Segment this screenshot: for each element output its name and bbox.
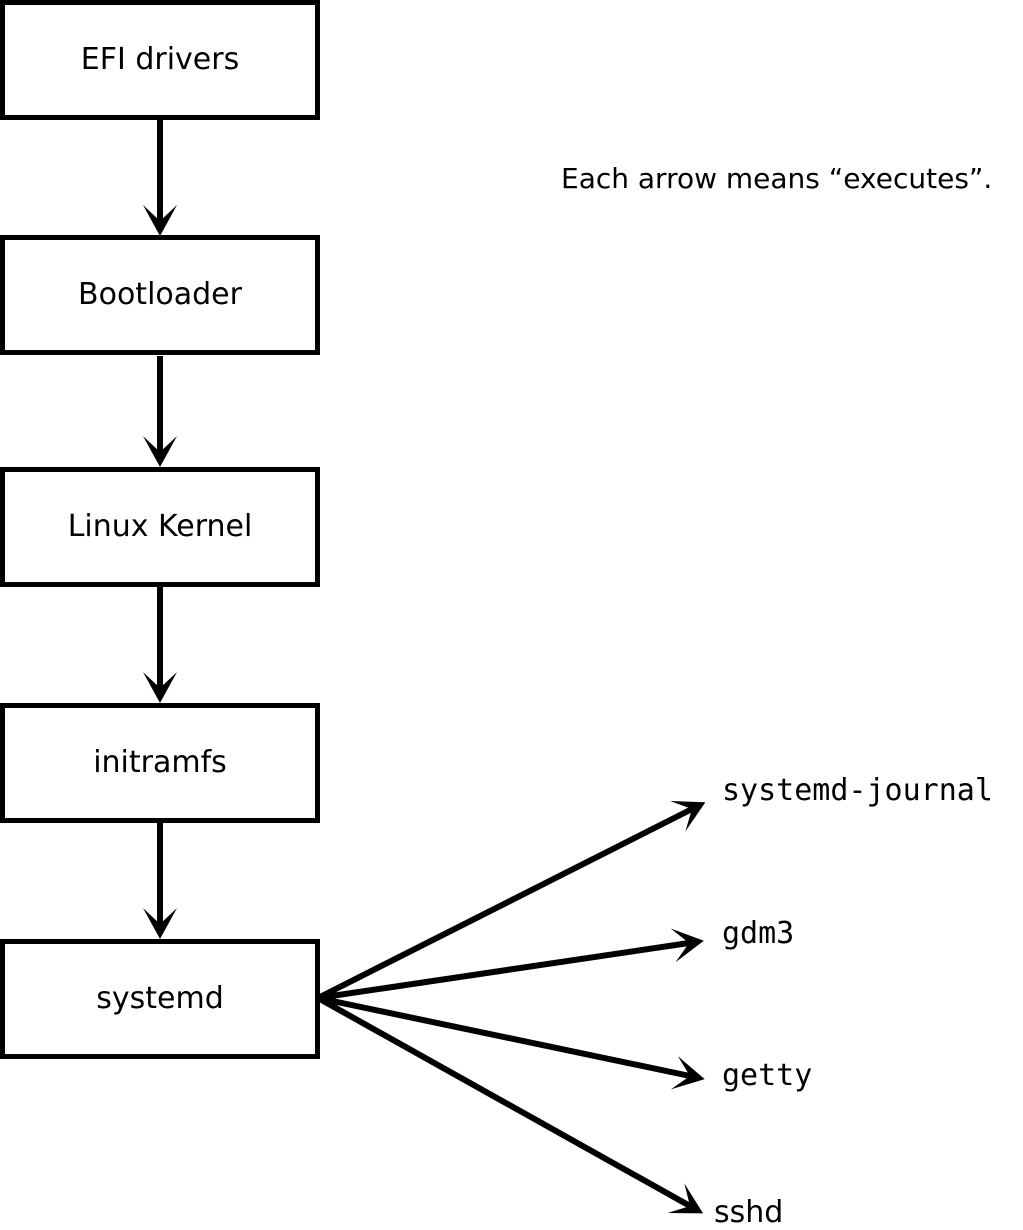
flow-box-systemd: systemd [0,939,320,1059]
flow-box-efi-drivers: EFI drivers [0,0,320,120]
leaf-label-gdm3: gdm3 [722,916,795,951]
flow-box-linux-kernel-label: Linux Kernel [67,509,253,544]
flow-box-initramfs-label: initramfs [93,745,227,780]
arrow-systemd-to-getty [317,995,705,1090]
arrow-systemd-to-journal [316,801,706,1001]
flow-box-systemd-label: systemd [96,981,224,1016]
flow-box-linux-kernel: Linux Kernel [0,467,320,587]
arrow-systemd-to-sshd [316,995,704,1214]
leaf-label-systemd-journal: systemd-journal [722,773,993,808]
flow-box-initramfs: initramfs [0,703,320,823]
arrow-systemd-to-gdm3 [317,928,704,1001]
annotation-arrow-meaning: Each arrow means “executes”. [561,162,993,195]
leaf-label-sshd: sshd [714,1195,784,1230]
flow-box-efi-drivers-label: EFI drivers [80,42,240,77]
flow-box-bootloader: Bootloader [0,235,320,355]
leaf-label-getty: getty [722,1058,813,1093]
flow-box-bootloader-label: Bootloader [78,277,242,312]
